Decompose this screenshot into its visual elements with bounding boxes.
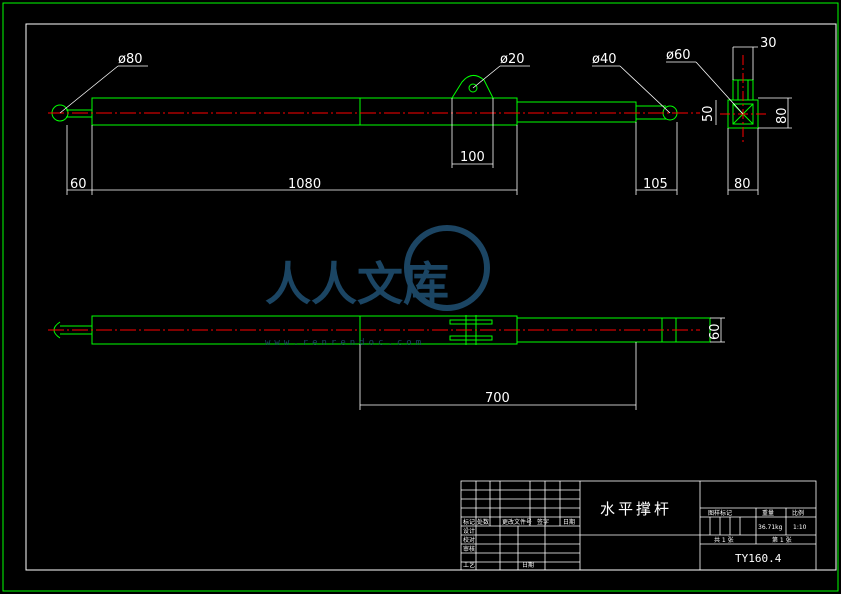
dim-l105: 105 xyxy=(643,177,668,192)
front-view xyxy=(48,75,700,126)
tb-reviewer: 审核 xyxy=(463,545,475,553)
watermark-url: www.renrendoc.com xyxy=(265,338,425,348)
tb-date: 日期 xyxy=(522,561,534,569)
dim-h50: 50 xyxy=(701,105,716,122)
dim-h80: 80 xyxy=(775,107,790,124)
tb-rev-doc: 更改文件号 xyxy=(502,518,532,526)
tb-material-label: 图样标记 xyxy=(708,509,732,517)
dim-d60: ø60 xyxy=(666,48,691,63)
dim-l1080: 1080 xyxy=(288,177,321,192)
tb-weight-label: 重量 xyxy=(762,509,774,517)
tb-scale-label: 比例 xyxy=(792,509,804,517)
tb-rev-count: 处数 xyxy=(477,518,489,526)
tb-drawing-code: TY160.4 xyxy=(735,552,782,565)
tb-process: 工艺 xyxy=(463,561,475,569)
dim-l100: 100 xyxy=(460,150,485,165)
main-tube xyxy=(91,97,518,126)
dim-l700: 700 xyxy=(485,391,510,406)
title-block xyxy=(460,480,817,571)
dim-l60: 60 xyxy=(70,177,87,192)
tb-rev-sign: 签字 xyxy=(537,518,549,526)
dim-w80: 80 xyxy=(734,177,751,192)
plan-view xyxy=(48,315,711,345)
top-lug xyxy=(451,75,494,99)
tb-sheets-total: 共 1 张 xyxy=(714,536,734,544)
tb-scale-value: 1:10 xyxy=(793,524,807,531)
watermark: 人人文库 www.renrendoc.com xyxy=(265,225,490,348)
dim-w30: 30 xyxy=(760,36,777,51)
tb-sheet-no: 第 1 张 xyxy=(772,536,792,544)
tb-rev-date: 日期 xyxy=(563,518,575,526)
dim-d80: ø80 xyxy=(118,52,143,67)
dim-d40: ø40 xyxy=(592,52,617,67)
plan-dimensions xyxy=(359,317,725,410)
end-view xyxy=(720,55,766,145)
tb-rev-mark: 标记 xyxy=(463,518,475,526)
tb-designer: 设计 xyxy=(463,527,475,535)
sheet-inner-frame xyxy=(25,23,837,571)
top-dimensions xyxy=(59,46,792,195)
tb-checker: 校对 xyxy=(463,536,475,544)
tb-part-name: 水平撑杆 xyxy=(600,500,672,518)
tb-weight-value: 36.71kg xyxy=(758,524,783,531)
watermark-text: 人人文库 xyxy=(265,257,449,311)
dim-h60: 60 xyxy=(708,323,723,340)
inner-tube xyxy=(516,101,637,123)
dim-d20: ø20 xyxy=(500,52,525,67)
